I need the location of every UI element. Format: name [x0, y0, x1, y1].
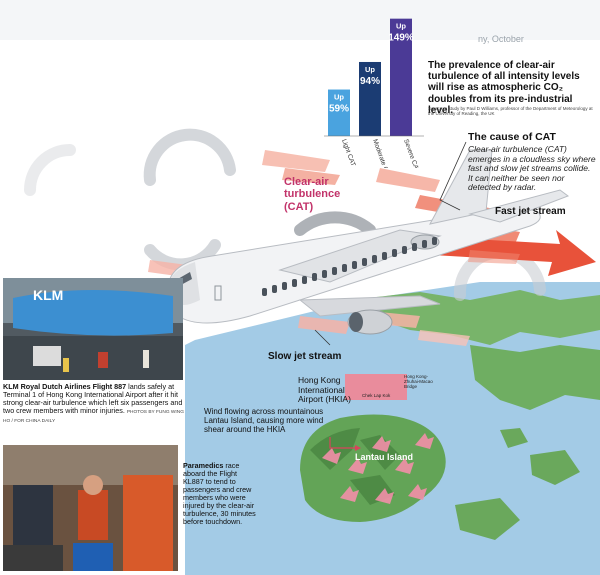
bar-value-label: 94%: [360, 76, 380, 87]
bar-value-up-label: Up: [396, 22, 406, 31]
paramedics-photo: [3, 445, 178, 571]
bar-light-cat: [328, 89, 350, 136]
bar-value-label: 149%: [388, 33, 414, 44]
paramedics-photo-art: [3, 445, 178, 571]
airplane-illustration: [167, 149, 570, 335]
plane-windows: [262, 237, 437, 296]
bar-value-up-label: Up: [365, 65, 375, 74]
bar-category-label: Light CAT: [340, 138, 356, 167]
photo1-credit: PHOTOS BY FUNG WING HO / FOR CHINA DAILY: [3, 410, 184, 424]
photo1-caption-bold: KLM Royal Dutch Airlines Flight 887: [3, 382, 127, 391]
wind-description: Wind flowing across mountainous Lantau I…: [204, 407, 324, 434]
lantau-island-label: Lantau Island: [355, 452, 414, 462]
header-date-fragment: ny, October: [478, 34, 524, 44]
slow-jet-stream-label: Slow jet stream: [268, 351, 342, 362]
cat-label: Clear-air turbulence (CAT): [284, 176, 341, 213]
klm-logo: KLM: [33, 287, 64, 303]
bar-category-label: Severe CAT: [402, 138, 421, 168]
photo1-caption: KLM Royal Dutch Airlines Flight 887 land…: [3, 382, 189, 424]
photo2-caption: Paramedics race aboard the Flight KL887 …: [183, 461, 258, 527]
cat-increase-bar-chart: Up 59% Light CAT Up 94% Moderate CAT Up 149% Sev…: [324, 18, 424, 168]
klm-plane-photo: KLM: [3, 278, 183, 380]
photo2-caption-text: race aboard the Flight KL887 to tend to …: [183, 461, 256, 527]
airport-sublabel-chek-lap-kok: Chek Lap Kok: [362, 393, 391, 398]
airport-sublabel-bridge: Hong Kong-Zhuhai-Macao Bridge: [404, 374, 433, 390]
bar-chart-headline: The prevalence of clear-air turbulence o…: [428, 60, 580, 116]
photo2-caption-bold: Paramedics: [183, 461, 224, 470]
fast-jet-stream-label: Fast jet stream: [495, 206, 566, 217]
turbulence-swirls: [24, 128, 546, 301]
bar-moderate-cat: [359, 61, 381, 136]
bar-chart-source: Source: a study by Paul D Williams, prof…: [428, 106, 593, 117]
klm-plane-photo-art: [3, 278, 183, 380]
airport-label: Hong Kong International Airport (HKIA): [298, 375, 351, 405]
bar-value-label: 59%: [329, 104, 349, 115]
bar-severe-cat: [390, 18, 412, 136]
cause-of-cat-title: The cause of CAT: [468, 131, 556, 143]
photo1-caption-text: lands safely at Terminal 1 of Hong Kong …: [3, 382, 183, 416]
bar-category-label: Moderate CAT: [371, 138, 392, 168]
bar-value-up-label: Up: [334, 93, 344, 102]
cause-of-cat-text: Clear-air turbulence (CAT) emerges in a …: [468, 144, 596, 193]
